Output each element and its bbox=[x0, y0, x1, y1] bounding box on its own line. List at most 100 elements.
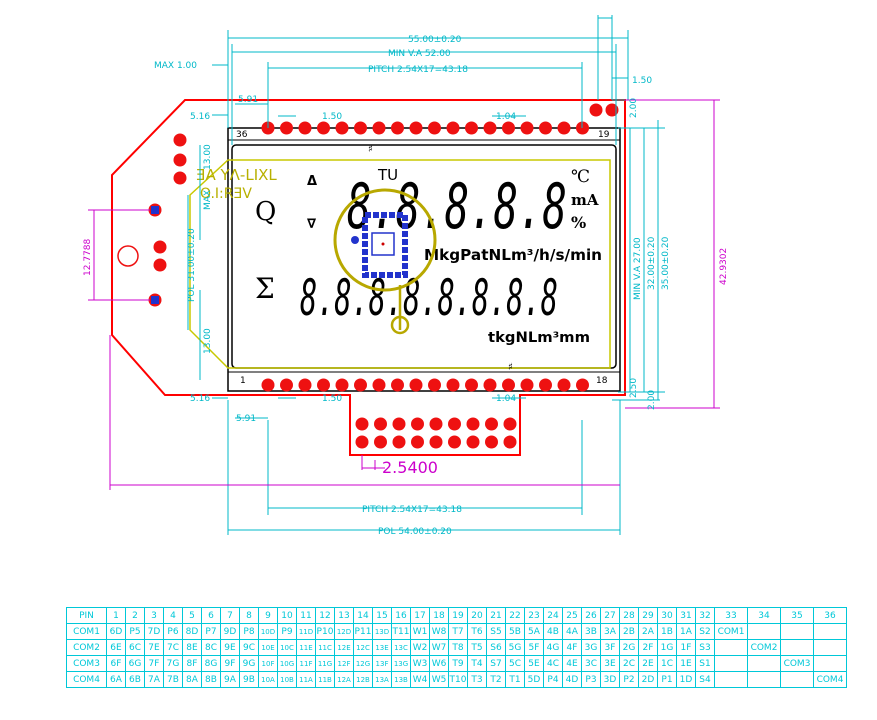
pin-number-1: 1 bbox=[240, 376, 246, 386]
dim-5-16-bottom: 5.16 bbox=[190, 394, 210, 404]
table-cell bbox=[747, 671, 781, 688]
table-cell: 5G bbox=[505, 639, 525, 656]
table-cell: 13D bbox=[372, 623, 392, 640]
cyan-dimensions bbox=[187, 15, 665, 535]
table-cell: PIN bbox=[66, 607, 107, 624]
dim-min-va: MIN V.A 52.00 bbox=[388, 49, 451, 59]
table-cell: 11E bbox=[296, 639, 316, 656]
dim-pol-width: POL 54.00±0.20 bbox=[378, 527, 452, 537]
pad bbox=[503, 417, 517, 431]
table-cell bbox=[714, 671, 748, 688]
table-cell: T8 bbox=[448, 639, 468, 656]
pad bbox=[448, 417, 461, 431]
table-cell: COM1 bbox=[714, 623, 748, 640]
dim-5-91-top: 5.91 bbox=[238, 95, 258, 105]
table-cell: 11A bbox=[296, 671, 316, 688]
table-cell: P6 bbox=[163, 623, 183, 640]
table-cell: 4A bbox=[562, 623, 582, 640]
table-cell: S2 bbox=[695, 623, 715, 640]
table-cell: 11F bbox=[296, 655, 316, 672]
pad bbox=[391, 378, 404, 392]
pad bbox=[374, 417, 387, 431]
dim-max: MAX 1.00 bbox=[154, 61, 197, 71]
table-cell: 3G bbox=[581, 639, 601, 656]
table-cell: 6B bbox=[125, 671, 145, 688]
table-cell: 13E bbox=[372, 639, 392, 656]
unit-ma: mA bbox=[571, 191, 599, 209]
table-cell: 9G bbox=[239, 655, 259, 672]
dim-1-04-top: 1.04 bbox=[496, 112, 516, 122]
table-cell: 4B bbox=[543, 623, 563, 640]
table-cell bbox=[714, 655, 748, 672]
table-cell: T5 bbox=[467, 639, 487, 656]
table-cell: W7 bbox=[429, 639, 449, 656]
pad bbox=[539, 378, 552, 392]
pad bbox=[261, 378, 275, 392]
table-cell: 13B bbox=[391, 671, 411, 688]
alignment-square bbox=[371, 232, 395, 256]
table-cell: 6G bbox=[125, 655, 145, 672]
trace-mark-top: ♯ bbox=[368, 144, 373, 155]
table-cell: 10A bbox=[258, 671, 278, 688]
table-cell: 7B bbox=[163, 671, 183, 688]
pad bbox=[173, 171, 187, 185]
pad bbox=[557, 378, 571, 392]
table-cell: 15 bbox=[372, 607, 392, 624]
dim-1-04-bottom: 1.04 bbox=[496, 394, 516, 404]
up-arrow-symbol: Δ bbox=[307, 174, 317, 189]
table-cell bbox=[714, 639, 748, 656]
dim-2-00-top: 2.00 bbox=[629, 98, 639, 118]
pad bbox=[317, 378, 330, 392]
table-cell: T10 bbox=[448, 671, 468, 688]
pads-top-row bbox=[261, 121, 589, 135]
table-cell: 1F bbox=[676, 639, 696, 656]
table-cell: 6A bbox=[106, 671, 126, 688]
table-cell: 8F bbox=[182, 655, 202, 672]
table-cell: 3B bbox=[581, 623, 601, 640]
row1-digits: 8.8.8.8.8 bbox=[347, 170, 567, 243]
table-cell: 3C bbox=[581, 655, 601, 672]
pad bbox=[483, 121, 497, 135]
pad bbox=[428, 121, 441, 135]
table-cell: P2 bbox=[619, 671, 639, 688]
table-cell: 2C bbox=[619, 655, 639, 672]
dim-2-50: 2.50 bbox=[629, 378, 639, 398]
table-cell: 35 bbox=[780, 607, 814, 624]
table-cell: 1E bbox=[676, 655, 696, 672]
table-cell: 4F bbox=[562, 639, 582, 656]
table-cell: 34 bbox=[747, 607, 781, 624]
table-cell: 12A bbox=[334, 671, 354, 688]
table-cell: 13G bbox=[391, 655, 411, 672]
table-cell bbox=[747, 623, 781, 640]
table-cell: 12 bbox=[315, 607, 335, 624]
pad bbox=[153, 240, 167, 254]
table-cell: 12E bbox=[334, 639, 354, 656]
dim-2-00-bottom: 2.00 bbox=[647, 390, 657, 410]
table-cell: 5C bbox=[505, 655, 525, 672]
lcd-glass-outer bbox=[227, 127, 621, 392]
table-cell: 2G bbox=[619, 639, 639, 656]
dim-pitch-bottom: PITCH 2.54X17=43.18 bbox=[362, 505, 462, 515]
dim-12-7788: 12.7788 bbox=[83, 239, 93, 276]
table-cell: 8C bbox=[201, 639, 221, 656]
down-arrow-symbol: ∇ bbox=[307, 217, 317, 232]
table-cell: T9 bbox=[448, 655, 468, 672]
table-cell: 36 bbox=[813, 607, 847, 624]
pad bbox=[502, 378, 515, 392]
dim-13-00-top: 13.00 bbox=[203, 144, 213, 170]
table-cell: 9B bbox=[239, 671, 259, 688]
q-symbol: Q bbox=[255, 197, 276, 227]
table-cell: 1B bbox=[657, 623, 677, 640]
table-cell: 20 bbox=[467, 607, 487, 624]
pad bbox=[355, 435, 369, 449]
pad bbox=[503, 435, 517, 449]
table-cell: W1 bbox=[410, 623, 430, 640]
table-cell: 9D bbox=[220, 623, 240, 640]
dim-35-00: 35.00±0.20 bbox=[661, 236, 671, 290]
table-cell: 30 bbox=[657, 607, 677, 624]
table-cell: 19 bbox=[448, 607, 468, 624]
table-cell: 7C bbox=[163, 639, 183, 656]
table-cell: 2 bbox=[125, 607, 145, 624]
pcb-outline bbox=[111, 99, 626, 456]
